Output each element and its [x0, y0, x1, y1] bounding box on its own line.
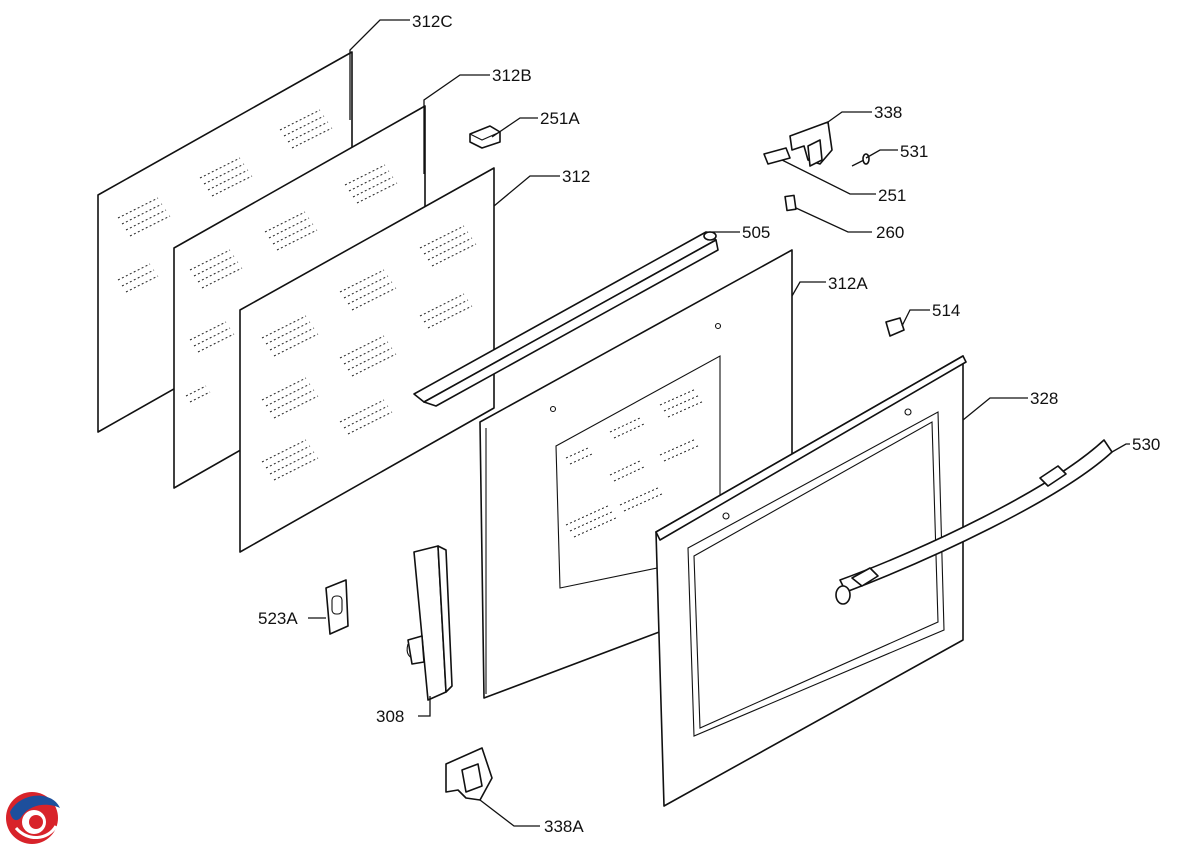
label-531: 531 — [900, 142, 928, 161]
label-514: 514 — [932, 301, 960, 320]
bracket-338a — [445, 747, 493, 801]
clip-251a — [469, 125, 501, 149]
label-328: 328 — [1030, 389, 1058, 408]
label-312a: 312A — [828, 274, 868, 293]
label-251: 251 — [878, 186, 906, 205]
label-251a: 251A — [540, 109, 580, 128]
bracket-338 — [789, 121, 833, 167]
label-505: 505 — [742, 223, 770, 242]
label-338a: 338A — [544, 817, 584, 836]
glass-panel-312 — [239, 167, 495, 553]
label-312: 312 — [562, 167, 590, 186]
label-338: 338 — [874, 103, 902, 122]
brand-logo — [6, 792, 60, 844]
part-523a — [325, 579, 349, 635]
label-312b: 312B — [492, 66, 532, 85]
outer-door-328 — [655, 355, 967, 807]
rail-505 — [413, 231, 719, 407]
screw-531 — [851, 153, 870, 167]
clip-260 — [784, 194, 797, 212]
clip-251 — [763, 147, 791, 165]
label-312c: 312C — [412, 12, 453, 31]
hinge-308 — [406, 545, 453, 701]
leader-lines — [308, 19, 1130, 827]
callout-labels: 312C 312B 251A 312 338 531 251 260 505 3… — [258, 12, 1160, 836]
label-523a: 523A — [258, 609, 298, 628]
label-530: 530 — [1132, 435, 1160, 454]
label-308: 308 — [376, 707, 404, 726]
label-260: 260 — [876, 223, 904, 242]
part-514 — [885, 317, 905, 337]
logo-blue-swoosh — [10, 795, 60, 821]
handle-530 — [835, 439, 1113, 605]
